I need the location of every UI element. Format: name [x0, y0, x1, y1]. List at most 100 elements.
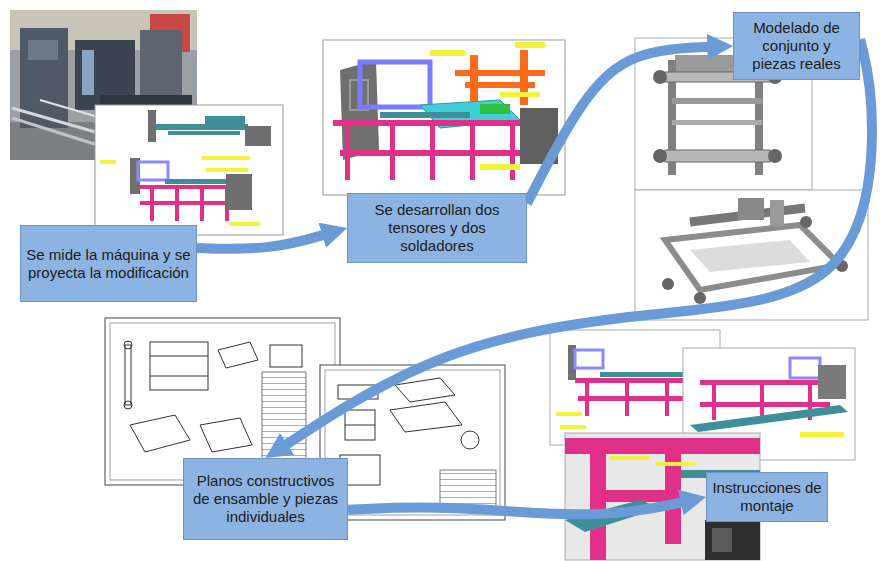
assembly-detail-part [655, 462, 695, 466]
cad-screenshot-part [138, 162, 168, 180]
assembly-screenshot-part [800, 432, 844, 437]
drawing-sheet-part [124, 401, 132, 409]
process-box: Modelado de conjunto y piezas reales [733, 12, 860, 80]
tensor-model-part [672, 120, 762, 125]
assembly-detail-part [565, 438, 760, 454]
cad-screenshot-part [230, 222, 260, 226]
cad-screenshot-part [202, 156, 250, 160]
drawing-sheet-part [150, 376, 208, 377]
tensor-model-part [665, 150, 770, 162]
assembly-detail-part [590, 454, 606, 560]
welder-model-part [665, 225, 840, 290]
step-label: Se mide la máquina y se proyecta la modi… [26, 246, 191, 282]
cad-model [323, 40, 565, 195]
cad-screenshot-part [200, 185, 204, 221]
drawing-sheet-part [130, 415, 190, 452]
cad-model-part [380, 112, 470, 118]
drawing-sheet-part [125, 345, 131, 405]
cad-model-part [470, 120, 475, 180]
assembly-screenshot-part [665, 378, 669, 416]
cad-screenshot-part [205, 116, 245, 126]
cad-model-part [390, 120, 395, 180]
assembly-screenshot-part [575, 350, 603, 368]
machine-photo-part [28, 40, 58, 60]
assembly-screenshot-part [790, 358, 820, 378]
welder-model-part [800, 216, 812, 228]
tensor-model-part [672, 98, 762, 104]
assembly-detail-part [665, 454, 681, 544]
cad-screenshot-part [95, 105, 283, 235]
tensor-model-part [768, 149, 782, 163]
process-box: Se mide la máquina y se proyecta la modi… [20, 225, 197, 302]
cad-model-part [455, 70, 545, 76]
flow-arrow [281, 39, 872, 448]
welder-model-part [662, 278, 674, 290]
drawing-sheet-part [262, 372, 306, 472]
drawing-sheet-part [390, 402, 462, 432]
cad-model-part [520, 108, 558, 164]
cad-screenshot-part [148, 110, 156, 142]
drawing-sheet-part [325, 370, 500, 515]
cad-model-part [480, 104, 510, 114]
assembly-screenshot-part [690, 405, 848, 432]
welder-model [635, 190, 868, 320]
cad-model-part [430, 50, 465, 56]
assembly-screenshot-part [560, 425, 586, 429]
cad-model-part [510, 120, 515, 180]
drawing-sheet-part [338, 385, 378, 399]
assembly-detail-part [565, 500, 660, 532]
step-label: Se desarrollan dos tensores y dos soldad… [353, 201, 521, 255]
cad-model-part [480, 164, 520, 170]
drawing-sheet-part [124, 341, 132, 349]
drawing-sheet-part [440, 470, 496, 512]
welder-model-part [690, 240, 810, 272]
cad-model-part [323, 40, 565, 195]
cad-model-part [430, 120, 435, 180]
assembly-screenshot-part [575, 378, 695, 383]
assembly-detail-part [705, 520, 760, 560]
drawing-sheet-part [150, 342, 208, 390]
cad-model-part [345, 120, 350, 180]
drawing-sheet-part [218, 342, 258, 368]
tensor-model-part [653, 149, 667, 163]
cad-screenshot-part [245, 126, 271, 146]
step-label: Planos constructivos de ensamble y pieza… [189, 472, 342, 526]
cad-screenshot-part [100, 160, 116, 164]
flow-arrow [197, 233, 330, 249]
cad-model-part [333, 120, 523, 126]
cad-model-part [515, 42, 545, 48]
cad-model-part [360, 62, 430, 107]
drawing-sheet-part [270, 345, 302, 367]
step-label: Instrucciones de montaje [712, 479, 822, 515]
drawing-sheet-part [110, 323, 335, 480]
tensor-model-part [653, 70, 667, 84]
welder-model-part [770, 200, 784, 226]
welder-model-part [694, 292, 706, 304]
welder-model-part [738, 198, 764, 220]
assembly-screenshot-part [625, 378, 629, 416]
drawing-sheet-part [395, 378, 455, 402]
flow-arrow [527, 47, 715, 204]
cad-model-part [500, 92, 540, 97]
cad-screenshot-part [226, 174, 252, 210]
cad-model-part [465, 82, 535, 88]
assembly-detail-part [610, 456, 650, 460]
assembly-detail-part [712, 528, 732, 552]
cad-screenshot-part [150, 185, 154, 221]
assembly-screenshot-part [578, 396, 698, 401]
cad-screenshot-part [168, 131, 240, 135]
cad-screenshot-part [206, 168, 248, 172]
process-box: Se desarrollan dos tensores y dos soldad… [347, 193, 527, 263]
welder-model-part [836, 260, 848, 272]
welder-model-part [635, 190, 868, 320]
step-label: Modelado de conjunto y piezas reales [739, 19, 854, 73]
assembly-screenshot-part [585, 378, 589, 416]
drawing-sheet-part [345, 410, 375, 440]
assembly-detail-part [606, 490, 665, 502]
drawing-sheet-part [150, 356, 208, 357]
assembly-screenshot-part [760, 380, 764, 420]
machine-photo-part [82, 50, 94, 95]
cad-screenshot-part [175, 185, 179, 221]
flow-arrow [348, 501, 688, 515]
